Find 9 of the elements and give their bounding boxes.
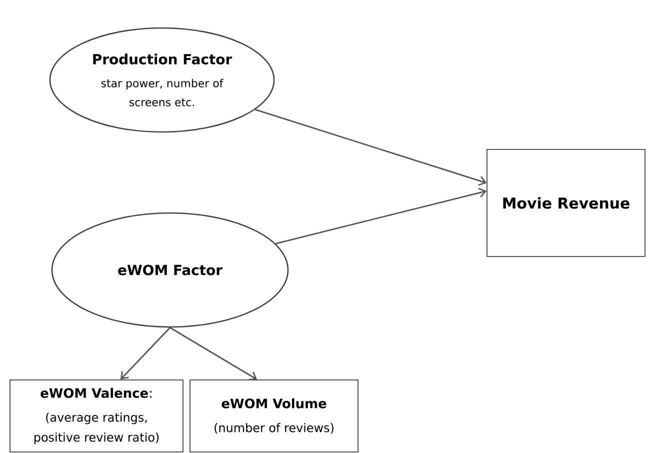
- rectangle-box: eWOM Volume (number of reviews): [190, 380, 358, 452]
- ellipse-node: eWOM Factor: [51, 212, 289, 328]
- arrow: [254, 108, 487, 186]
- rectangle-box: eWOM Valence: (average ratings, positive review ratio): [10, 380, 184, 452]
- arrow: [120, 327, 171, 380]
- rectangle-box: Movie Revenue: [486, 149, 646, 257]
- ellipse-node: Production Factor star power, number of screens etc.: [49, 27, 275, 133]
- arrow: [170, 327, 257, 380]
- arrow: [275, 188, 487, 244]
